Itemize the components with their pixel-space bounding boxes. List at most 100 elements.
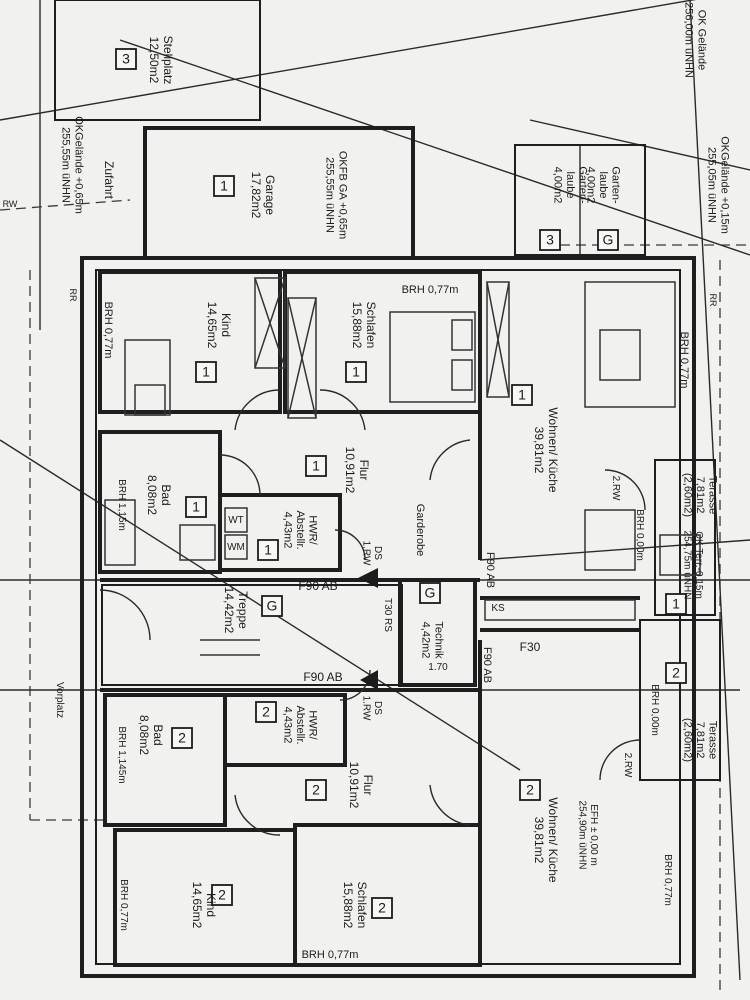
unit-marker-stellplatz: 3: [115, 48, 137, 70]
label-bad-bottom: Bad8,08m2: [137, 715, 165, 755]
svg-text:2: 2: [526, 782, 534, 798]
unit-marker-kind-top: 1: [195, 361, 217, 383]
svg-text:1: 1: [352, 364, 360, 380]
unit-marker-hwr-top: 1: [257, 539, 279, 561]
label-wm: WM: [227, 542, 245, 553]
svg-text:2: 2: [178, 730, 186, 746]
unit-marker-gartenlaube-a: G: [597, 229, 619, 251]
label-wt: WT: [228, 515, 244, 526]
svg-text:2: 2: [312, 782, 320, 798]
svg-text:1: 1: [518, 387, 526, 403]
label-brh-right-wohnen-bottom: BRH 0,77m: [662, 854, 673, 906]
label-flur-top: Flur10,91m2: [343, 447, 371, 494]
stair-arrow-top: [358, 568, 378, 588]
label-gartenlaube-b: Garten-laube4,00m2: [551, 166, 588, 204]
unit-marker-garage: 1: [213, 175, 235, 197]
label-kind-top: Kind14,65m2: [205, 302, 233, 349]
svg-text:1: 1: [312, 458, 320, 474]
unit-marker-treppe: G: [261, 595, 283, 617]
label-brh-left-kind-bottom: BRH 0,77m: [118, 879, 129, 931]
label-efh: EFH ± 0,00 m254,90m üNHN: [577, 801, 600, 870]
stair-arrow-bottom: [360, 670, 378, 690]
label-t30-rs: T30 RS: [382, 598, 393, 632]
unit-marker-kind-bottom: 2: [211, 884, 233, 906]
label-terasse-bottom: Terasse7,81m2(2,60m2): [681, 718, 718, 762]
label-wohnen-bottom: Wohnen/ Küche39,81m2: [532, 797, 560, 882]
label-rr-a: RR: [68, 289, 78, 302]
unit-marker-terasse-top: 1: [665, 593, 687, 615]
label-f90-mid: F90 AB: [303, 670, 342, 684]
label-treppe: Treppe14,42m2: [222, 587, 250, 634]
svg-text:1: 1: [192, 499, 200, 515]
label-ds-bottom: DS1.RW: [361, 696, 384, 721]
label-kind-bottom: Kind14,65m2: [190, 882, 218, 929]
unit-marker-wohnen-bottom: 2: [519, 779, 541, 801]
unit-marker-schlafen-bottom: 2: [371, 897, 393, 919]
svg-text:1: 1: [672, 596, 680, 612]
label-f30: F30: [520, 640, 541, 654]
label-brh-bottom-schlafen: BRH 0,77m: [302, 949, 359, 961]
label-brh-top-schlafen: BRH 0,77m: [402, 284, 459, 296]
label-rw-a: RW: [3, 199, 18, 209]
label-brh-bad-bottom: BRH 1,145m: [116, 726, 127, 783]
label-f90-top: F90 AB: [298, 579, 337, 593]
label-terasse-top: Terasse7,81m2(2,60m2): [681, 473, 718, 517]
label-brh-bad-top: BRH 1,15m: [116, 479, 127, 531]
svg-text:2: 2: [672, 665, 680, 681]
label-zufahrt: Zufahrt: [102, 161, 116, 200]
label-brh-right-wohnen: BRH 0,77m: [678, 332, 690, 389]
label-brh-000-top: BRH 0,00m: [634, 509, 645, 561]
label-vorplatz: Vorplatz: [54, 682, 65, 718]
label-schlafen-bottom: Schlafen15,88m2: [341, 882, 369, 929]
unit-marker-terasse-bottom: 2: [665, 662, 687, 684]
room-labels: OK Gelände256,00m üNHN OKGelände +0,15m2…: [3, 2, 731, 961]
label-rw-bottom: 2.RW: [622, 753, 633, 778]
svg-text:1: 1: [220, 178, 228, 194]
svg-text:2: 2: [262, 704, 270, 720]
unit-markers: 3 1 G 3 1 1 1 1 1 1 1 G G 2 2 2 2 2 2 2: [115, 48, 687, 919]
label-brh-left-kind: BRH 0,77m: [102, 302, 114, 359]
furniture: [104, 277, 701, 656]
svg-text:G: G: [267, 598, 278, 614]
svg-text:3: 3: [546, 232, 554, 248]
unit-marker-flur-top: 1: [305, 455, 327, 477]
label-technik: Technik4,42m2: [420, 621, 445, 659]
label-f90-lower: F90 AB: [481, 647, 493, 683]
svg-text:1: 1: [202, 364, 210, 380]
label-og-gelaende-left: OKGelände +0,65m255,55m üNHN: [60, 116, 85, 214]
label-gartenlaube-a: Garten-laube4,00m2: [584, 166, 621, 204]
svg-text:3: 3: [122, 51, 130, 67]
outbuildings: [54, 0, 646, 260]
unit-marker-gartenlaube-b: 3: [539, 229, 561, 251]
label-technik-dim: 1.70: [428, 662, 448, 673]
label-ds-top: DS1.RW: [361, 541, 384, 566]
label-garage-level: OKFB GA +0,65m255,55m üNHN: [324, 151, 349, 239]
unit-marker-technik: G: [419, 582, 441, 604]
svg-text:1: 1: [264, 542, 272, 558]
label-schlafen-top: Schlafen15,88m2: [350, 302, 378, 349]
label-og-gelaende-right: OKGelände +0,15m255,05m üNHN: [706, 136, 731, 234]
label-bad-top: Bad8,08m2: [145, 475, 173, 515]
unit-marker-bad-bottom: 2: [171, 727, 193, 749]
label-hwr-bottom: HWR/Abstellr.4,43m2: [281, 705, 318, 744]
unit-marker-schlafen-top: 1: [345, 361, 367, 383]
unit-marker-hwr-bottom: 2: [255, 701, 277, 723]
label-garderobe: Garderobe: [414, 504, 426, 557]
label-f90-right: F90 AB: [484, 552, 496, 588]
svg-text:2: 2: [378, 900, 386, 916]
svg-text:G: G: [603, 232, 614, 248]
label-rw-top: 2.RW: [610, 476, 621, 501]
stair-arrows: [358, 568, 378, 690]
label-rr-b: RR: [708, 294, 718, 307]
label-ks: KS: [491, 603, 505, 614]
unit-marker-bad-top: 1: [185, 496, 207, 518]
label-flur-bottom: Flur10,91m2: [347, 762, 375, 809]
label-stellplatz: Stellplatz12,50m2: [147, 36, 175, 85]
door-swings: [99, 389, 646, 836]
label-og-gelaende-top: OK Gelände256,00m üNHN: [683, 2, 708, 78]
label-garage: Garage17,82m2: [249, 172, 277, 219]
label-brh-000-bottom: BRH 0,00m: [649, 684, 660, 736]
label-ok-terr: OK Terr.-0,15m254,75m üNHN: [682, 531, 705, 600]
